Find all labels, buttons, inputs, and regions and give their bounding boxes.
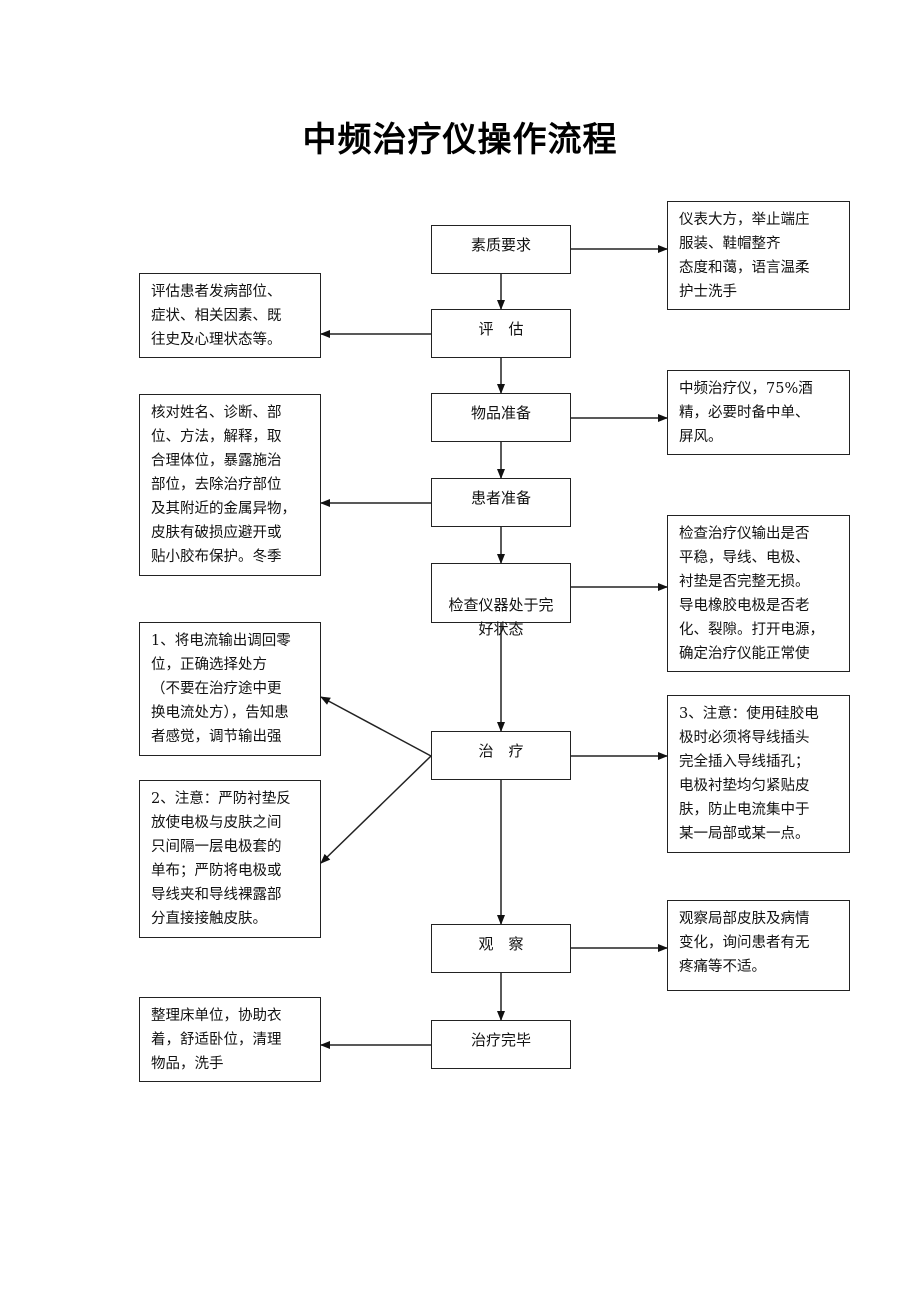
step-label: 检查仪器处于完 好状态 — [448, 596, 554, 638]
arrow-treat-note-2 — [320, 755, 432, 864]
step-label: 治疗完毕 — [470, 1031, 531, 1049]
step-patient: 患者准备 — [431, 478, 571, 527]
step-label: 物品准备 — [470, 404, 531, 422]
page-title: 中频治疗仪操作流程 — [302, 120, 618, 160]
arrow-treat-note-1 — [320, 696, 432, 757]
note-assess: 评估患者发病部位、 症状、相关因素、既 往史及心理状态等。 — [139, 273, 321, 358]
note-finish: 整理床单位，协助衣 着，舒适卧位，清理 物品，洗手 — [139, 997, 321, 1082]
note-check: 检查治疗仪输出是否 平稳，导线、电极、 衬垫是否完整无损。 导电橡胶电极是否老 … — [667, 515, 850, 672]
step-label: 治 疗 — [478, 742, 524, 760]
note-treat-2: 2、注意：严防衬垫反 放使电极与皮肤之间 只间隔一层电极套的 单布；严防将电极或… — [139, 780, 321, 938]
step-quality: 素质要求 — [431, 225, 571, 274]
step-label: 评 估 — [478, 320, 524, 338]
step-label: 患者准备 — [470, 489, 531, 507]
step-treat: 治 疗 — [431, 731, 571, 780]
step-items: 物品准备 — [431, 393, 571, 442]
step-observe: 观 察 — [431, 924, 571, 973]
note-observe: 观察局部皮肤及病情 变化，询问患者有无 疼痛等不适。 — [667, 900, 850, 991]
step-label: 观 察 — [478, 935, 524, 953]
note-treat-3: 3、注意：使用硅胶电 极时必须将导线插头 完全插入导线插孔； 电极衬垫均匀紧贴皮… — [667, 695, 850, 853]
step-check: 检查仪器处于完 好状态 — [431, 563, 571, 638]
step-finish: 治疗完毕 — [431, 1020, 571, 1069]
note-patient: 核对姓名、诊断、部 位、方法，解释，取 合理体位，暴露施治 部位，去除治疗部位 … — [139, 394, 321, 576]
step-assess: 评 估 — [431, 309, 571, 358]
step-label: 素质要求 — [470, 236, 531, 254]
note-treat-1: 1、将电流输出调回零 位，正确选择处方 （不要在治疗途中更 换电流处方），告知患… — [139, 622, 321, 756]
note-quality: 仪表大方，举止端庄 服装、鞋帽整齐 态度和蔼，语言温柔 护士洗手 — [667, 201, 850, 310]
note-items: 中频治疗仪，75%酒 精，必要时备中单、 屏风。 — [667, 370, 850, 455]
